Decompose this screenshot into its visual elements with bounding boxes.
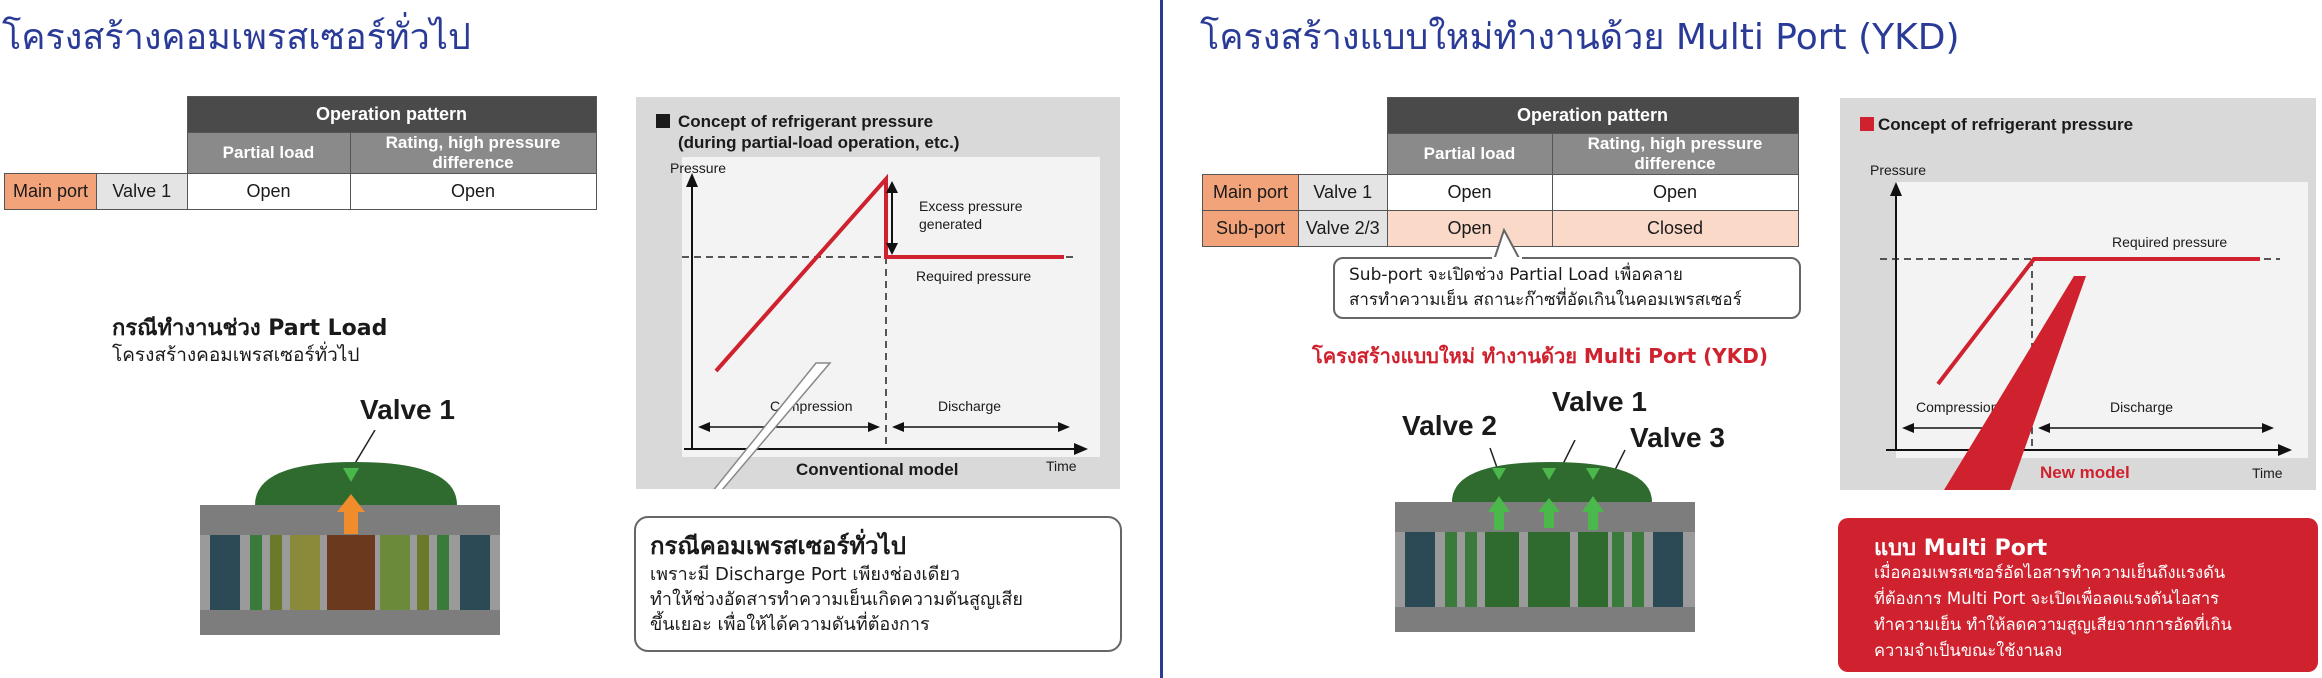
valve1-label: Valve 1 [1552, 386, 1647, 417]
valve2-label: Valve 2 [1402, 410, 1497, 441]
multi-port-line-2: ที่ต้องการ Multi Port จะเปิดเพื่อลดแรงดั… [1874, 589, 2220, 608]
conventional-pressure-chart: Concept of refrigerant pressure (during … [656, 112, 1100, 498]
cell-sub-partial: Open [1386, 210, 1553, 247]
right-chart-panel: Concept of refrigerant pressure Pressure… [1840, 98, 2316, 490]
left-chart-title-1: Concept of refrigerant pressure [678, 112, 933, 131]
right-operation-table: Operation pattern Partial load Rating, h… [1202, 97, 1799, 247]
left-title: โครงสร้างคอมเพรสเซอร์ทั่วไป [2, 17, 471, 58]
callout-title: กรณีคอมเพรสเซอร์ทั่วไป [650, 532, 906, 560]
left-x-label: Time [1046, 458, 1077, 474]
valve1-label: Valve 1 [360, 394, 455, 425]
cell-partial: Open [1386, 174, 1553, 211]
multi-port-compressor-illustration [1395, 440, 1695, 632]
left-case-title: กรณีทำงานช่วง Part Load [112, 316, 388, 341]
cell-valve-2-3: Valve 2/3 [1298, 210, 1388, 247]
left-y-label: Pressure [670, 160, 726, 176]
cell-sub-port: Sub-port [1202, 210, 1299, 247]
multi-port-info-box: แบบ Multi Port เมื่อคอมเพรสเซอร์อัดไอสาร… [1838, 518, 2318, 672]
new-model-pressure-chart: Concept of refrigerant pressure Pressure… [1860, 115, 2308, 490]
col-partial-load: Partial load [1386, 133, 1553, 175]
left-case-subtitle: โครงสร้างคอมเพรสเซอร์ทั่วไป [112, 344, 360, 366]
left-chart-panel: Concept of refrigerant pressure (during … [636, 97, 1120, 498]
cell-main-port: Main port [4, 173, 97, 210]
table-header: Operation pattern [1386, 97, 1799, 134]
right-x-label: Time [2252, 465, 2283, 481]
conventional-compressor-illustration [200, 430, 500, 635]
multi-port-title: แบบ Multi Port [1874, 536, 2048, 561]
multi-port-line-4: ความจำเป็นขณะใช้งานลง [1874, 641, 2063, 660]
excess-pressure-label-2: generated [919, 216, 982, 232]
right-title: โครงสร้างแบบใหม่ทำงานด้วย Multi Port (YK… [1200, 17, 1960, 58]
sub-callout-line-2: สารทำความเย็น สถานะก๊าซที่อัดเกินในคอมเพ… [1349, 290, 1742, 310]
right-chart-title: Concept of refrigerant pressure [1878, 115, 2133, 134]
col-partial-load: Partial load [186, 132, 351, 174]
right-red-heading: โครงสร้างแบบใหม่ ทำงานด้วย Multi Port (Y… [1312, 344, 1768, 368]
callout-line-3: ขึ้นเยอะ เพื่อให้ได้ความดันที่ต้องการ [650, 614, 930, 635]
right-compression-label: Compression [1916, 399, 1998, 415]
col-rating: Rating, high pressure difference [349, 132, 597, 174]
callout-line-2: ทำให้ช่วงอัดสารทำความเย็นเกิดความดันสูญเ… [650, 589, 1023, 610]
cell-partial: Open [186, 173, 351, 210]
sub-port-callout: Sub-port จะเปิดช่วง Partial Load เพื่อคล… [1333, 257, 1801, 319]
left-operation-table: Operation pattern Partial load Rating, h… [4, 96, 597, 210]
right-y-label: Pressure [1870, 162, 1926, 178]
conventional-callout: กรณีคอมเพรสเซอร์ทั่วไป เพราะมี Discharge… [634, 516, 1122, 652]
col-rating: Rating, high pressure difference [1551, 133, 1799, 175]
cell-sub-rating: Closed [1551, 210, 1799, 247]
multi-port-line-1: เมื่อคอมเพรสเซอร์อัดไอสารทำความเย็นถึงแร… [1874, 563, 2226, 582]
callout-line-1: เพราะมี Discharge Port เพียงช่องเดียว [650, 564, 960, 585]
right-required-pressure-label: Required pressure [2112, 234, 2227, 250]
multi-port-body: เมื่อคอมเพรสเซอร์อัดไอสารทำความเย็นถึงแร… [1874, 560, 2232, 664]
sub-callout-line-1: Sub-port จะเปิดช่วง Partial Load เพื่อคล… [1349, 265, 1683, 285]
left-required-pressure-label: Required pressure [916, 268, 1031, 284]
excess-pressure-label-1: Excess pressure [919, 198, 1023, 214]
cell-rating: Open [349, 173, 597, 210]
right-discharge-label: Discharge [2110, 399, 2173, 415]
sub-callout-pointer [1492, 228, 1522, 260]
valve3-label: Valve 3 [1630, 422, 1725, 453]
cell-main-port: Main port [1202, 174, 1299, 211]
cell-valve: Valve 1 [1298, 174, 1388, 211]
cell-valve: Valve 1 [96, 173, 188, 210]
multi-port-line-3: ทำความเย็น ทำให้ลดความสูญเสียจากการอัดที… [1874, 615, 2232, 634]
new-model-label: New model [2040, 463, 2130, 482]
cell-rating: Open [1551, 174, 1799, 211]
left-chart-title-2: (during partial-load operation, etc.) [678, 133, 959, 152]
conventional-model-label: Conventional model [796, 460, 958, 479]
table-header: Operation pattern [186, 96, 597, 133]
center-divider [1160, 0, 1163, 678]
callout-body: เพราะมี Discharge Port เพียงช่องเดียว ทำ… [650, 562, 1023, 637]
left-discharge-label: Discharge [938, 398, 1001, 414]
